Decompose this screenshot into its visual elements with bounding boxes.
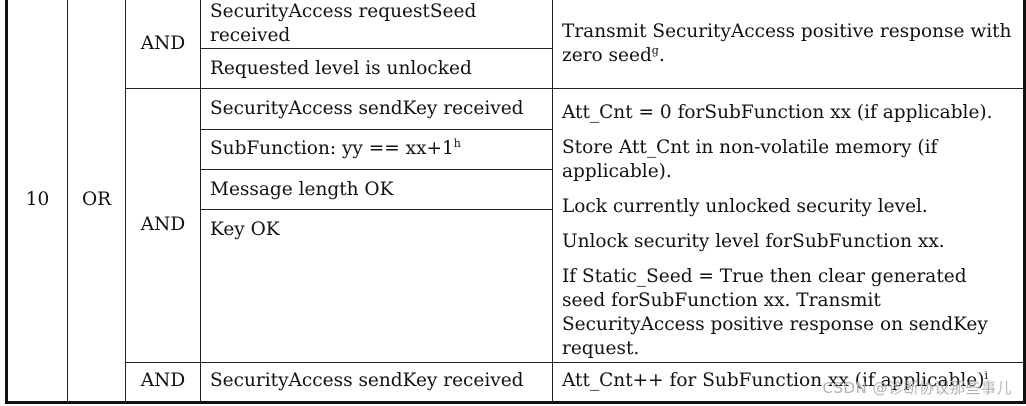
footnote-i: i bbox=[984, 369, 988, 383]
table-row: AND SecurityAccess sendKey received Att_… bbox=[7, 361, 1026, 404]
logic-and-1: AND bbox=[140, 33, 186, 55]
condition-cell: Message length OK bbox=[200, 169, 553, 211]
action-item: Unlock security level forSubFunction xx. bbox=[562, 231, 945, 253]
condition-text: Key OK bbox=[210, 219, 280, 241]
row-number-cell: 10 bbox=[5, 0, 68, 404]
logic-and-3: AND bbox=[140, 370, 186, 392]
action-text: Transmit SecurityAccess positive respons… bbox=[562, 20, 1012, 67]
condition-cell: SecurityAccess requestSeed received bbox=[200, 0, 553, 50]
table-row: AND SecurityAccess sendKey received Att_… bbox=[7, 88, 1026, 363]
logic-cell-2: AND bbox=[125, 88, 201, 363]
action-item: Store Att_Cnt in non-volatile memory (if… bbox=[562, 137, 938, 183]
condition-cell: Key OK bbox=[200, 209, 553, 363]
action-item: Att_Cnt = 0 forSubFunction xx (if applic… bbox=[562, 102, 993, 124]
footnote-h: h bbox=[453, 137, 461, 151]
state-transition-table: 10 OR AND SecurityAccess requestSeed rec… bbox=[5, 0, 1026, 404]
table-row: Key OK bbox=[7, 209, 1025, 363]
table-row: SubFunction: yy == xx+1h bbox=[7, 129, 1025, 171]
condition-text: SecurityAccess requestSeed received bbox=[210, 1, 477, 47]
table-row: Requested level is unlocked bbox=[7, 48, 1025, 90]
condition-cell: Requested level is unlocked bbox=[200, 48, 553, 90]
operator-cell: OR bbox=[67, 0, 126, 404]
condition-cell: SubFunction: yy == xx+1h bbox=[200, 129, 553, 171]
condition-text: Message length OK bbox=[210, 178, 394, 200]
operator-or: OR bbox=[81, 189, 112, 211]
action-item: Lock currently unlocked security level. bbox=[562, 196, 928, 218]
logic-and-2: AND bbox=[140, 214, 186, 236]
watermark: CSDN @诊断协议那些事儿 bbox=[822, 379, 1012, 397]
condition-text: Requested level is unlocked bbox=[210, 57, 472, 79]
table-row: Message length OK bbox=[7, 169, 1025, 211]
logic-cell-3: AND bbox=[125, 361, 201, 404]
condition-text: SecurityAccess sendKey received bbox=[210, 98, 524, 120]
logic-cell-1: AND bbox=[125, 0, 201, 90]
action-suffix: . bbox=[658, 45, 665, 67]
condition-text: SecurityAccess sendKey received bbox=[210, 370, 524, 392]
action-text: Att_Cnt++ for SubFunction xx (if applica… bbox=[562, 370, 985, 392]
row-number: 10 bbox=[25, 189, 50, 211]
condition-cell: SecurityAccess sendKey received bbox=[200, 361, 553, 404]
condition-text: SubFunction: yy == xx+1 bbox=[210, 138, 454, 160]
action-item: If Static_Seed = True then clear generat… bbox=[562, 266, 988, 360]
table-row: 10 OR AND SecurityAccess requestSeed rec… bbox=[5, 0, 1026, 404]
action-cell-3: Att_Cnt++ for SubFunction xx (if applica… bbox=[552, 361, 1026, 404]
action-cell-2: Att_Cnt = 0 forSubFunction xx (if applic… bbox=[552, 88, 1026, 363]
footnote-g: g bbox=[651, 43, 659, 57]
condition-cell: SecurityAccess sendKey received bbox=[200, 88, 553, 131]
action-cell-1: Transmit SecurityAccess positive respons… bbox=[552, 0, 1026, 90]
